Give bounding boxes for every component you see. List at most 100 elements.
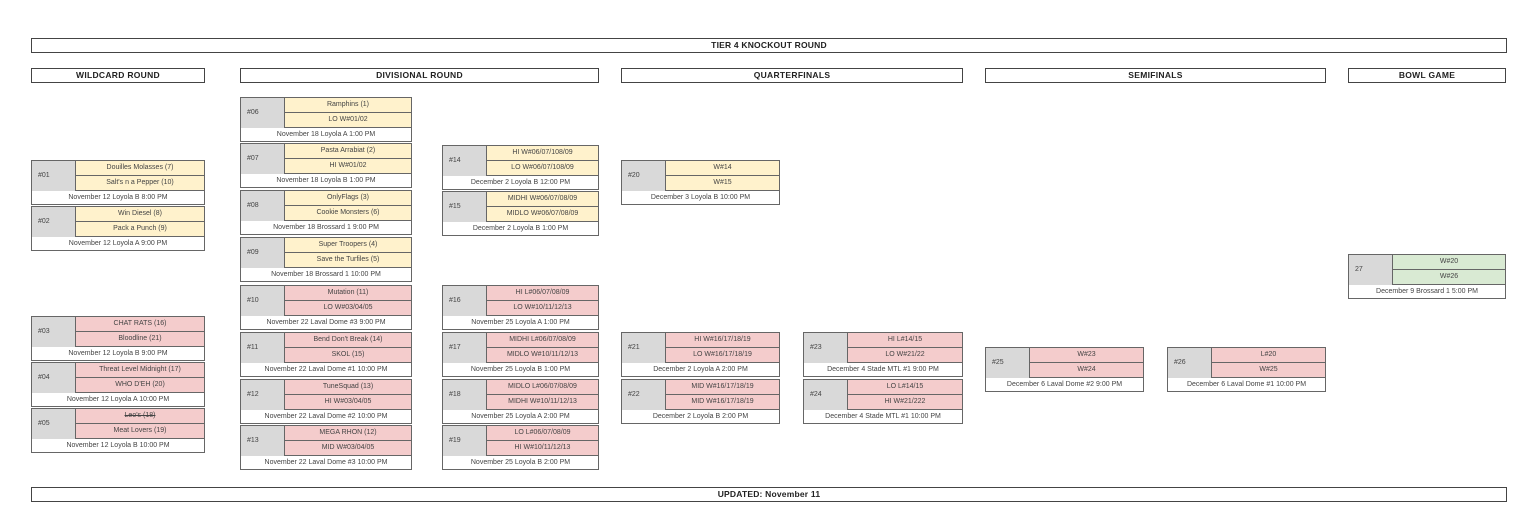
game-info: December 2 Loyola B 1:00 PM [472, 225, 569, 232]
team-1: MIDLO L#06/07/08/09 [487, 380, 598, 395]
team-1: L#20 [1212, 348, 1325, 363]
game-number: #15 [443, 192, 487, 222]
game-info: December 9 Brossard 1 5:00 PM [1376, 288, 1478, 295]
game-23: #23 HI L#14/15 LO W#21/22 December 4 Sta… [803, 332, 963, 377]
team-2: MID W#03/04/05 [285, 441, 411, 456]
team-1: MID W#16/17/18/19 [666, 380, 779, 395]
round-header-wildcard: WILDCARD ROUND [31, 68, 205, 83]
round-header-bowl-game: BOWL GAME [1348, 68, 1506, 83]
round-header-quarterfinals: QUARTERFINALS [621, 68, 963, 83]
game-number: #25 [986, 348, 1030, 378]
game-number: #06 [241, 98, 285, 128]
team-1: CHAT RATS (16) [76, 317, 204, 332]
team-1: MEGA RHON (12) [285, 426, 411, 441]
team-1: Ramphins (1) [285, 98, 411, 113]
team-2: MIDHI W#10/11/12/13 [487, 395, 598, 410]
game-number: #07 [241, 144, 285, 174]
game-info: November 25 Loyola A 2:00 PM [471, 413, 570, 420]
game-03: #03 CHAT RATS (16) Bloodline (21) Novemb… [31, 316, 205, 361]
game-info: November 22 Laval Dome #3 9:00 PM [266, 319, 386, 326]
game-info: November 18 Brossard 1 10:00 PM [271, 271, 381, 278]
team-1: HI L#14/15 [848, 333, 962, 348]
team-2: LO W#16/17/18/19 [666, 348, 779, 363]
game-number: #18 [443, 380, 487, 410]
page-title: TIER 4 KNOCKOUT ROUND [31, 38, 1507, 53]
team-2: LO W#06/07/108/09 [487, 161, 598, 176]
game-25: #25 W#23 W#24 December 6 Laval Dome #2 9… [985, 347, 1144, 392]
game-09: #09 Super Troopers (4) Save the Turfiles… [240, 237, 412, 282]
game-14: #14 HI W#06/07/108/09 LO W#06/07/108/09 … [442, 145, 599, 190]
team-1: Bend Don't Break (14) [285, 333, 411, 348]
updated-footer: UPDATED: November 11 [31, 487, 1507, 502]
team-1: Pasta Arrabiat (2) [285, 144, 411, 159]
team-2: Save the Turfiles (5) [285, 253, 411, 268]
team-1: W#20 [1393, 255, 1505, 270]
game-13: #13 MEGA RHON (12) MID W#03/04/05 Novemb… [240, 425, 412, 470]
team-1: Douilles Molasses (7) [76, 161, 204, 176]
game-17: #17 MIDHI L#06/07/08/09 MIDLO W#10/11/12… [442, 332, 599, 377]
game-number: #02 [32, 207, 76, 237]
team-1: Mutation (11) [285, 286, 411, 301]
game-number: #20 [622, 161, 666, 191]
team-2: HI W#21/222 [848, 395, 962, 410]
game-number: #08 [241, 191, 285, 221]
game-info: December 6 Laval Dome #2 9:00 PM [1006, 381, 1123, 388]
team-1: HI W#06/07/108/09 [487, 146, 598, 161]
game-02: #02 Win Diesel (8) Pack a Punch (9) Nove… [31, 206, 205, 251]
team-2: Cookie Monsters (6) [285, 206, 411, 221]
game-info: November 25 Loyola B 2:00 PM [470, 459, 571, 466]
game-26: #26 L#20 W#25 December 6 Laval Dome #1 1… [1167, 347, 1326, 392]
game-24: #24 LO L#14/15 HI W#21/222 December 4 St… [803, 379, 963, 424]
team-1: Threat Level Midnight (17) [76, 363, 204, 378]
game-22: #22 MID W#16/17/18/19 MID W#16/17/18/19 … [621, 379, 780, 424]
team-2: W#25 [1212, 363, 1325, 378]
game-number: #04 [32, 363, 76, 393]
team-2: Meat Lovers (19) [76, 424, 204, 439]
game-info: November 18 Loyola B 1:00 PM [276, 177, 376, 184]
game-11: #11 Bend Don't Break (14) SKOL (15) Nove… [240, 332, 412, 377]
team-2: HI W#10/11/12/13 [487, 441, 598, 456]
game-number: #19 [443, 426, 487, 456]
team-2: LO W#03/04/05 [285, 301, 411, 316]
team-1: MIDHI L#06/07/08/09 [487, 333, 598, 348]
game-info: November 25 Loyola A 1:00 PM [471, 319, 570, 326]
team-2: HI W#03/04/05 [285, 395, 411, 410]
game-21: #21 HI W#16/17/18/19 LO W#16/17/18/19 De… [621, 332, 780, 377]
team-1: W#14 [666, 161, 779, 176]
game-12: #12 TuneSquad (13) HI W#03/04/05 Novembe… [240, 379, 412, 424]
game-number: 27 [1349, 255, 1393, 285]
game-number: #26 [1168, 348, 1212, 378]
game-info: December 4 Stade MTL #1 9:00 PM [827, 366, 939, 373]
game-number: #23 [804, 333, 848, 363]
team-1: TuneSquad (13) [285, 380, 411, 395]
game-number: #03 [32, 317, 76, 347]
game-01: #01 Douilles Molasses (7) Salt's n a Pep… [31, 160, 205, 205]
game-number: #01 [32, 161, 76, 191]
game-number: #24 [804, 380, 848, 410]
game-info: November 25 Loyola B 1:00 PM [470, 366, 571, 373]
game-20: #20 W#14 W#15 December 3 Loyola B 10:00 … [621, 160, 780, 205]
game-info: November 12 Loyola A 10:00 PM [66, 396, 170, 403]
game-number: #12 [241, 380, 285, 410]
game-number: #16 [443, 286, 487, 316]
team-1: MIDHI W#06/07/08/09 [487, 192, 598, 207]
game-07: #07 Pasta Arrabiat (2) HI W#01/02 Novemb… [240, 143, 412, 188]
game-number: #14 [443, 146, 487, 176]
game-info: November 22 Laval Dome #1 10:00 PM [264, 366, 388, 373]
game-05: #05 Leo's (18) Meat Lovers (19) November… [31, 408, 205, 453]
game-19: #19 LO L#06/07/08/09 HI W#10/11/12/13 No… [442, 425, 599, 470]
game-18: #18 MIDLO L#06/07/08/09 MIDHI W#10/11/12… [442, 379, 599, 424]
team-2: SKOL (15) [285, 348, 411, 363]
game-info: November 22 Laval Dome #2 10:00 PM [264, 413, 388, 420]
game-info: December 4 Stade MTL #1 10:00 PM [825, 413, 941, 420]
game-info: November 12 Loyola A 9:00 PM [68, 240, 168, 247]
team-2: Pack a Punch (9) [76, 222, 204, 237]
game-number: #11 [241, 333, 285, 363]
game-info: November 12 Loyola B 10:00 PM [66, 442, 170, 449]
team-2: W#15 [666, 176, 779, 191]
game-number: #09 [241, 238, 285, 268]
team-2: LO W#21/22 [848, 348, 962, 363]
game-number: #21 [622, 333, 666, 363]
team-1: Win Diesel (8) [76, 207, 204, 222]
game-16: #16 HI L#06/07/08/09 LO W#10/11/12/13 No… [442, 285, 599, 330]
